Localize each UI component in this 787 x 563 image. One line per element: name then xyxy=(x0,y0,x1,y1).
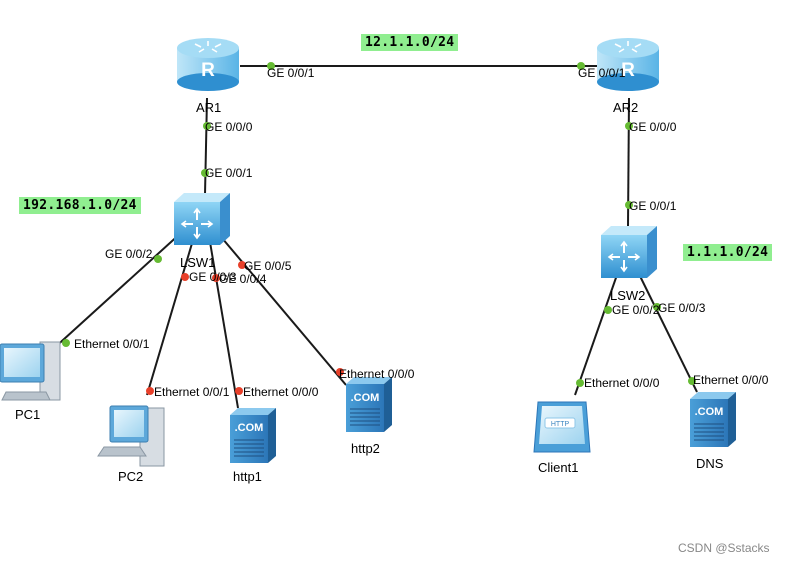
pc-icon xyxy=(97,405,165,467)
port-label-lsw1-g004: GE 0/0/4 xyxy=(219,272,267,286)
server-http1[interactable]: .COM xyxy=(230,408,276,463)
port-dot-lsw1-g002 xyxy=(154,255,162,263)
device-label-lsw1: LSW1 xyxy=(180,255,216,270)
pc-icon xyxy=(0,341,61,401)
port-dot-dns xyxy=(688,377,696,385)
device-label-http2: http2 xyxy=(351,441,380,456)
port-dot-ar1-g000 xyxy=(203,122,211,130)
client-icon: HTTP xyxy=(533,401,591,453)
device-label-client1: Client1 xyxy=(538,460,579,475)
pc-pc1[interactable] xyxy=(0,341,61,401)
server-dns[interactable]: .COM xyxy=(690,392,736,447)
subnet-label-lan2: 1.1.1.0/24 xyxy=(683,244,773,261)
link-lsw1-pc2[interactable] xyxy=(146,239,194,396)
port-label-client1-eth: Ethernet 0/0/0 xyxy=(584,376,660,390)
port-dot-ar2-g001 xyxy=(577,62,585,70)
port-label-lsw2-g002: GE 0/0/2 xyxy=(612,303,660,317)
router-ar2[interactable]: R xyxy=(597,38,659,91)
port-dot-http2 xyxy=(336,368,344,376)
port-dot-lsw2-g002 xyxy=(604,306,612,314)
pc-pc2[interactable] xyxy=(97,405,165,467)
link-lsw1-pc1[interactable] xyxy=(51,231,183,351)
port-label-lsw1-g005: GE 0/0/5 xyxy=(244,259,292,273)
port-dot-client1 xyxy=(576,379,584,387)
router-icon: R xyxy=(597,38,659,91)
switch-lsw1[interactable] xyxy=(174,193,230,245)
device-label-dns: DNS xyxy=(696,456,724,471)
device-label-ar2: AR2 xyxy=(613,100,639,115)
link-lsw2-client1[interactable] xyxy=(574,271,619,396)
port-label-lsw2-g003: GE 0/0/3 xyxy=(658,301,706,315)
link-lsw1-http1[interactable] xyxy=(209,241,239,409)
port-label-ar2-g001: GE 0/0/1 xyxy=(578,66,626,80)
port-indicators xyxy=(62,62,696,395)
port-dot-ar2-g000 xyxy=(625,122,633,130)
links xyxy=(51,65,698,409)
device-label-ar1: AR1 xyxy=(196,100,222,115)
router-ar1[interactable]: R xyxy=(177,38,239,91)
port-label-ar2-g000: GE 0/0/0 xyxy=(629,120,677,134)
port-label-ar1-g001: GE 0/0/1 xyxy=(267,66,315,80)
port-label-dns-eth: Ethernet 0/0/0 xyxy=(693,373,769,387)
device-label-pc1: PC1 xyxy=(15,407,41,422)
subnet-label-wan: 12.1.1.0/24 xyxy=(361,34,459,51)
port-label-pc2-eth: Ethernet 0/0/1 xyxy=(154,385,230,399)
port-label-ar1-g000: GE 0/0/0 xyxy=(205,120,253,134)
server-icon: .COM xyxy=(690,392,736,447)
port-label-lsw1-g001: GE 0/0/1 xyxy=(205,166,253,180)
port-label-http2-eth: Ethernet 0/0/0 xyxy=(339,367,415,381)
port-label-lsw1-g003: GE 0/0/3 xyxy=(189,270,237,284)
link-ar1-lsw1[interactable] xyxy=(204,97,208,196)
svg-text:HTTP: HTTP xyxy=(551,421,570,428)
svg-text:.COM: .COM xyxy=(351,392,380,404)
device-label-lsw2: LSW2 xyxy=(610,288,646,303)
device-label-http1: http1 xyxy=(233,469,262,484)
port-label-lsw2-g001: GE 0/0/1 xyxy=(629,199,677,213)
device-label-pc2: PC2 xyxy=(118,469,144,484)
server-icon: .COM xyxy=(230,408,276,463)
port-dot-lsw2-g003 xyxy=(653,303,661,311)
port-dot-pc2 xyxy=(146,387,154,395)
client-client1[interactable]: HTTP xyxy=(533,401,591,453)
port-dot-lsw1-g004 xyxy=(212,274,220,282)
svg-text:R: R xyxy=(621,60,635,81)
link-lsw2-dns[interactable] xyxy=(637,271,698,393)
svg-text:R: R xyxy=(201,60,215,81)
port-dot-lsw1-g001 xyxy=(201,169,209,177)
switch-lsw2[interactable] xyxy=(601,226,657,278)
port-dot-pc1 xyxy=(62,339,70,347)
server-icon: .COM xyxy=(346,377,392,432)
port-dot-ar1-g001 xyxy=(267,62,275,70)
router-icon: R xyxy=(177,38,239,91)
port-label-lsw1-g002: GE 0/0/2 xyxy=(105,247,153,261)
port-dot-http1 xyxy=(235,387,243,395)
svg-text:.COM: .COM xyxy=(695,406,724,418)
port-label-http1-eth: Ethernet 0/0/0 xyxy=(243,385,319,399)
svg-text:.COM: .COM xyxy=(235,422,264,434)
subnet-label-lan1: 192.168.1.0/24 xyxy=(19,197,141,214)
watermark: CSDN @Sstacks xyxy=(678,541,770,555)
port-dot-lsw1-g005 xyxy=(238,261,246,269)
port-dot-lsw1-g003 xyxy=(181,273,189,281)
switch-icon xyxy=(174,193,230,245)
switch-icon xyxy=(601,226,657,278)
port-dot-lsw2-g001 xyxy=(625,201,633,209)
server-http2[interactable]: .COM xyxy=(346,377,392,432)
port-label-pc1-eth: Ethernet 0/0/1 xyxy=(74,337,150,351)
